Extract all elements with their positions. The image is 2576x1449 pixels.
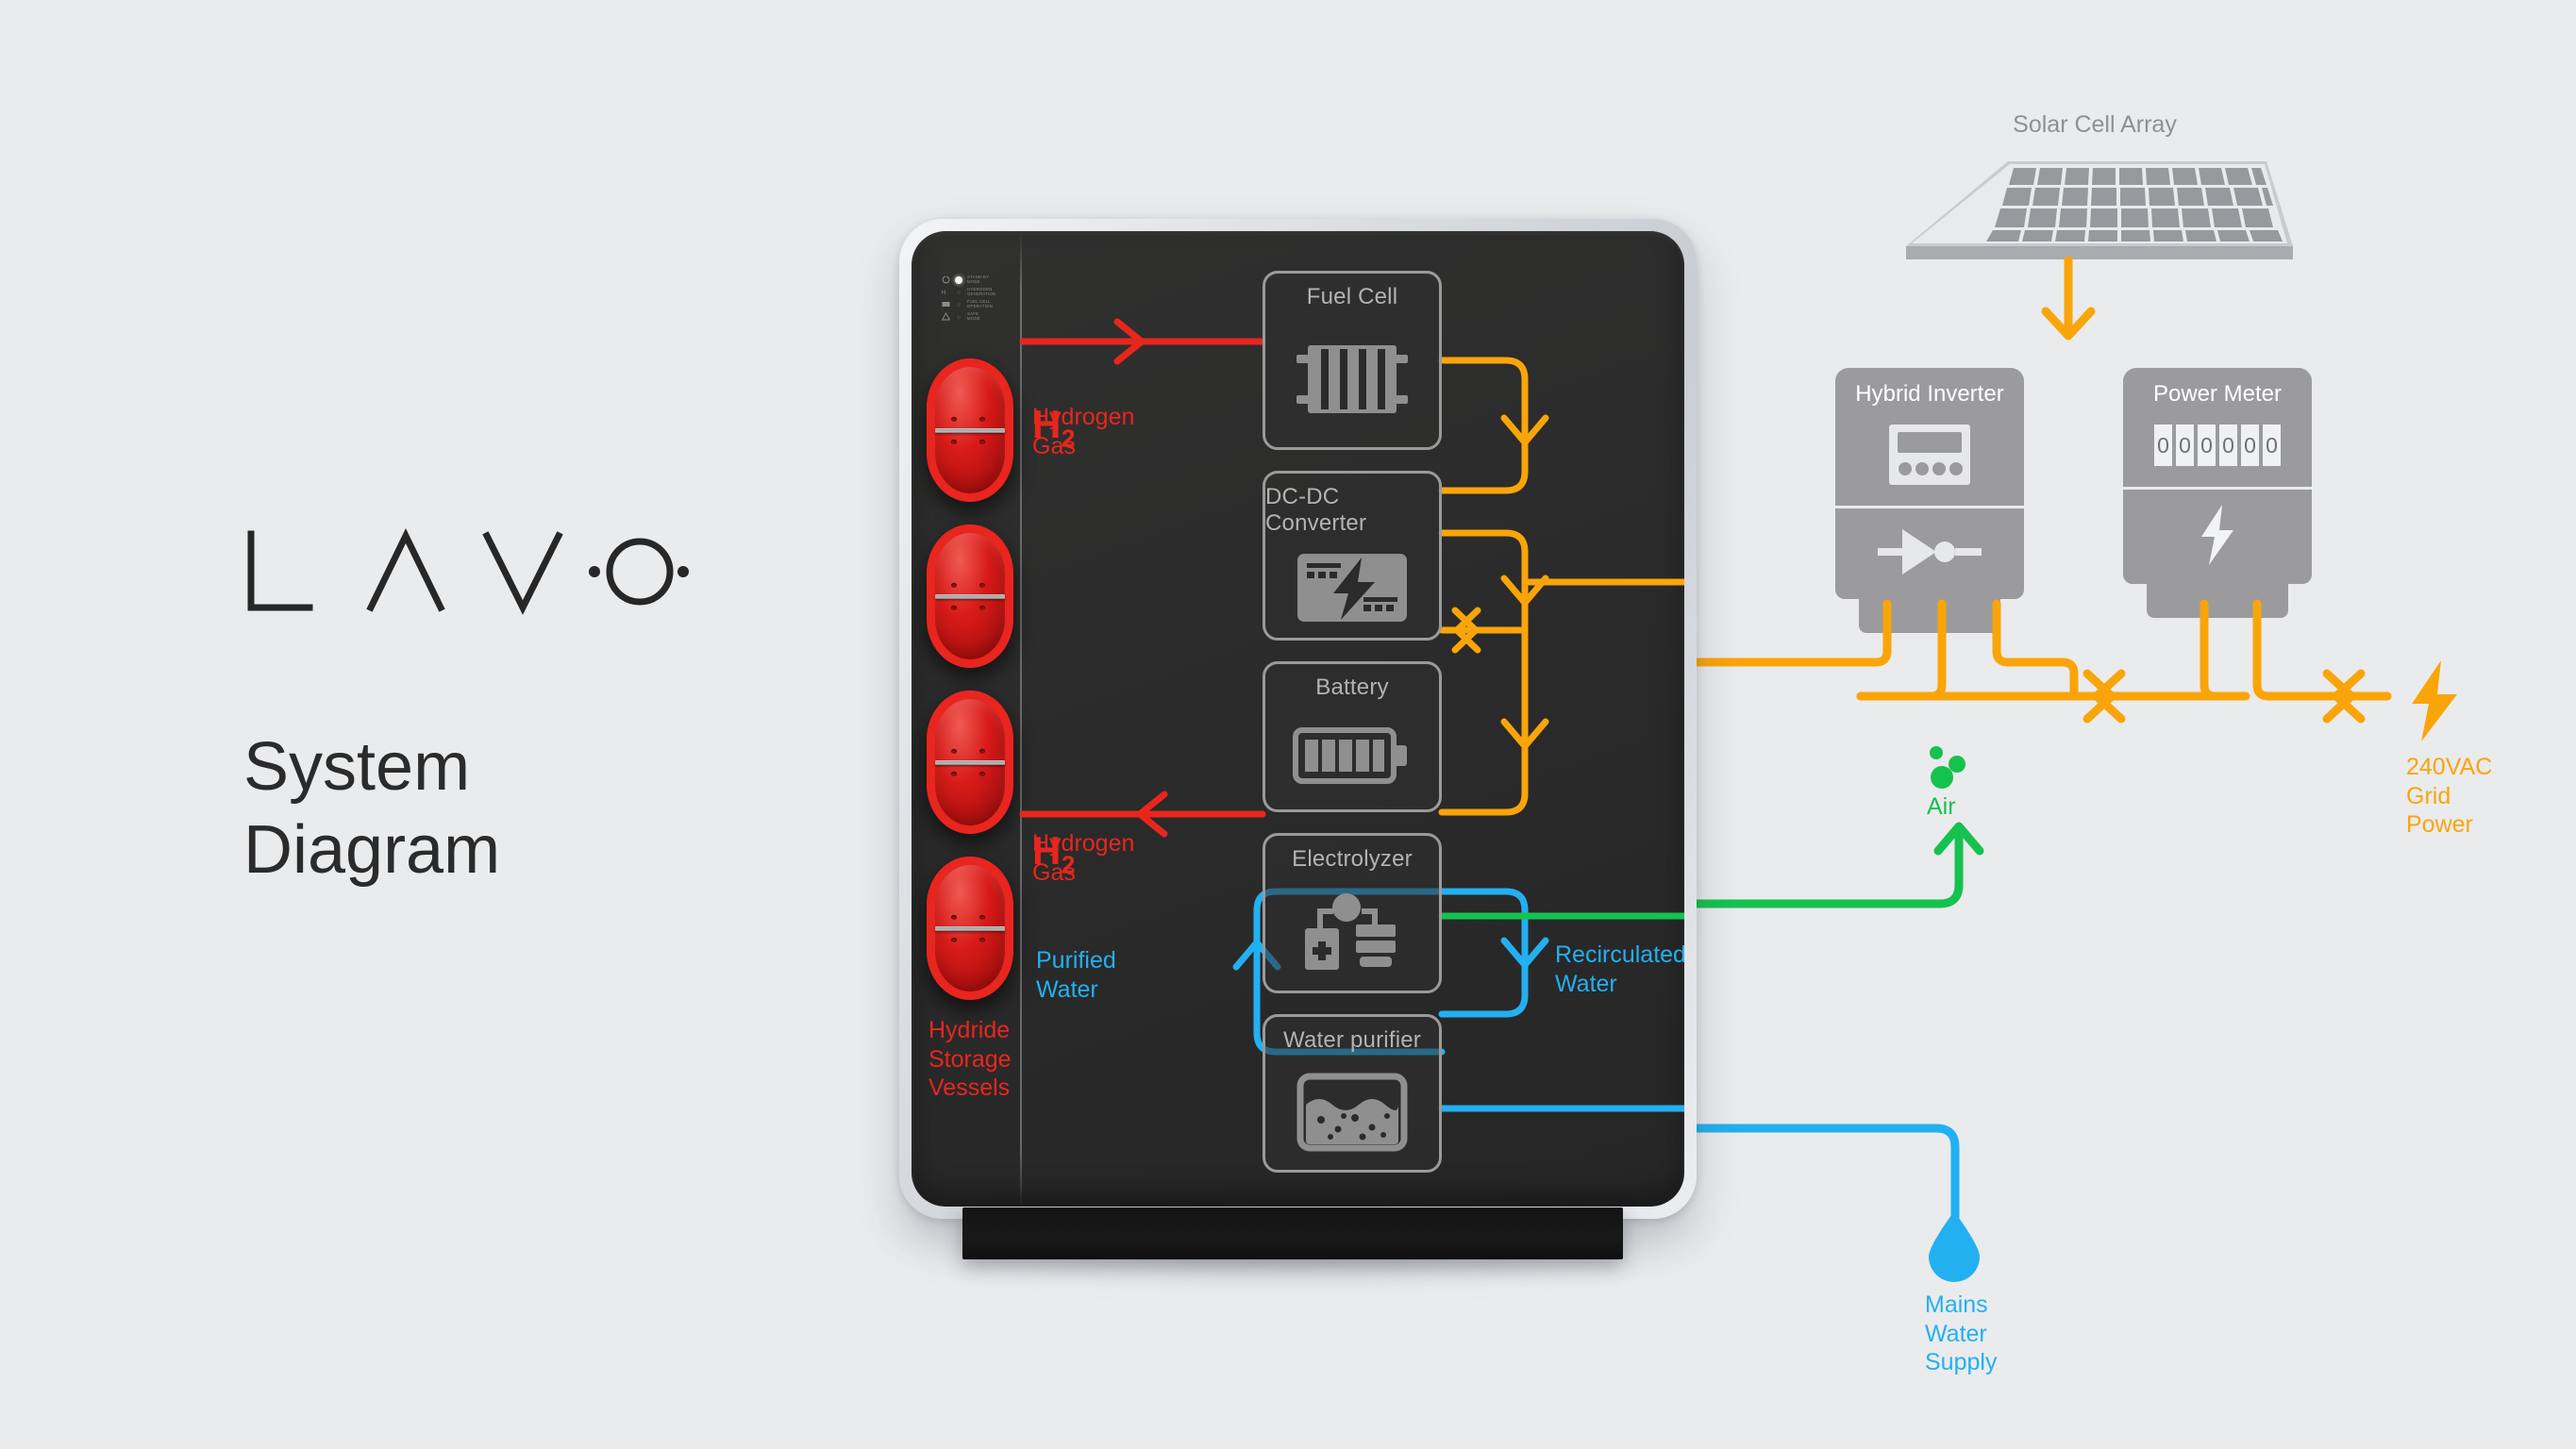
electrolyzer-icon [1265,873,1439,991]
meter-label: Power Meter [2152,381,2283,407]
inverter-label: Hybrid Inverter [1855,381,2004,407]
meter-digit: 0 [2176,425,2194,466]
component-battery[interactable]: Battery [1263,661,1442,812]
power-meter[interactable]: Power Meter 0 0 0 0 0 0 [2123,368,2312,618]
solar-array-label: Solar Cell Array [2013,111,2177,138]
meter-base [2147,584,2288,618]
inverter-diode-icon [1878,529,1982,575]
component-fuel-cell[interactable]: Fuel Cell [1263,271,1442,450]
brand-block: System Diagram [243,528,734,892]
hydride-vessels-label: Hydride Storage Vessels [928,1017,1012,1101]
mains-water-supply[interactable]: Mains Water Supply [1925,1209,1997,1377]
vessel-band [935,925,1005,931]
status-text: STAND-BY MODE [967,274,990,284]
meter-digit: 0 [2154,425,2172,466]
air-bubbles-icon [1930,746,1965,789]
panel-divider [1020,231,1022,1207]
h2-symbol-sub: 2 [1061,424,1076,453]
grid-power[interactable]: 240VAC Grid Power [2406,660,2492,840]
svg-text:H: H [942,291,945,296]
meter-divider [2123,487,2312,490]
lightning-bolt-icon [2412,660,2457,741]
hydrogen-gas-in-label: Hydrogen Gas [1032,830,1135,886]
status-led [955,275,962,284]
water-drop-icon [1929,1211,1980,1282]
status-text: FUEL CELL OPERATION [967,298,994,308]
h2-symbol-top: H2 [1032,352,1076,454]
status-text: HYDROGEN GENERATION [967,286,996,296]
dc-dc-converter-icon [1265,537,1439,638]
lcd-display-icon [1889,425,1970,485]
air-output[interactable]: Air [1927,743,2040,822]
meter-digit: 0 [2241,425,2259,466]
h2-symbol-letter: H [1032,402,1062,447]
meter-digit: 0 [2219,425,2237,466]
component-label: Battery [1315,675,1389,700]
component-electrolyzer[interactable]: Electrolyzer [1263,833,1442,993]
solar-panel-icon [1906,161,2293,259]
lavo-wordmark-icon [247,528,689,615]
solar-cell-array[interactable]: Solar Cell Array [1897,111,2293,278]
lightning-bolt-icon [2201,505,2233,565]
inverter-divider [1835,506,2024,508]
inverter-body: Hybrid Inverter [1835,368,2024,599]
mains-water-label: Mains Water Supply [1925,1291,1998,1375]
grid-power-label: 240VAC Grid Power [2406,754,2493,838]
component-label: Fuel Cell [1306,284,1398,309]
vessel-band [935,593,1005,599]
meter-digit-row: 0 0 0 0 0 0 [2154,425,2281,466]
h2-symbol-letter: H [1032,828,1062,874]
warning-icon [941,312,951,321]
water-purifier-icon [1265,1054,1439,1170]
status-indicator-panel: STAND-BY MODE H HYDROGEN GENERATION FUEL… [941,275,1053,325]
hydride-storage-vessel[interactable] [927,358,1013,502]
power-icon [942,275,950,284]
lavo-logo [243,528,734,615]
meter-digit: 0 [2198,425,2216,466]
page-title: System Diagram [243,729,501,888]
fuel-cell-icon [1265,310,1439,447]
component-label: Electrolyzer [1292,846,1413,872]
hydride-storage-vessel[interactable] [927,691,1013,834]
status-row: FUEL CELL OPERATION [942,298,1053,308]
battery-icon [1265,701,1439,809]
status-row: H HYDROGEN GENERATION [942,286,1053,296]
device-stand [962,1208,1623,1259]
hydride-storage-vessel[interactable] [927,525,1013,668]
inverter-base [1859,599,2000,633]
hybrid-inverter[interactable]: Hybrid Inverter [1835,368,2024,633]
air-label: Air [1927,793,1956,820]
purified-water-label: Purified Water [1036,947,1116,1003]
status-row: STAND-BY MODE [942,275,1053,284]
device-front-panel: STAND-BY MODE H HYDROGEN GENERATION FUEL… [912,231,1684,1207]
meter-digit: 0 [2263,425,2281,466]
status-led [955,288,962,296]
component-dc-dc-converter[interactable]: DC-DC Converter [1263,471,1442,641]
h2-symbol-bottom: H2 [1032,778,1076,880]
status-text: SAFE MODE [967,310,980,321]
component-label: DC-DC Converter [1265,484,1367,536]
h2-icon: H [942,288,950,296]
component-water-purifier[interactable]: Water purifier [1263,1014,1442,1173]
hydride-storage-vessel[interactable] [927,857,1013,1000]
h2-symbol-sub: 2 [1061,850,1076,879]
status-led [955,300,962,308]
hydrogen-gas-out-label: Hydrogen Gas [1032,404,1135,459]
lavo-device[interactable]: STAND-BY MODE H HYDROGEN GENERATION FUEL… [899,219,1697,1219]
recirculated-water-label: Recirculated Water [1555,941,1684,997]
vessel-band [935,759,1005,765]
meter-body: Power Meter 0 0 0 0 0 0 [2123,368,2312,584]
vessel-band [935,427,1005,433]
fuelcell-icon [942,300,950,308]
status-led [955,312,962,321]
status-row: SAFE MODE [941,310,1053,321]
component-label: Water purifier [1283,1027,1421,1053]
